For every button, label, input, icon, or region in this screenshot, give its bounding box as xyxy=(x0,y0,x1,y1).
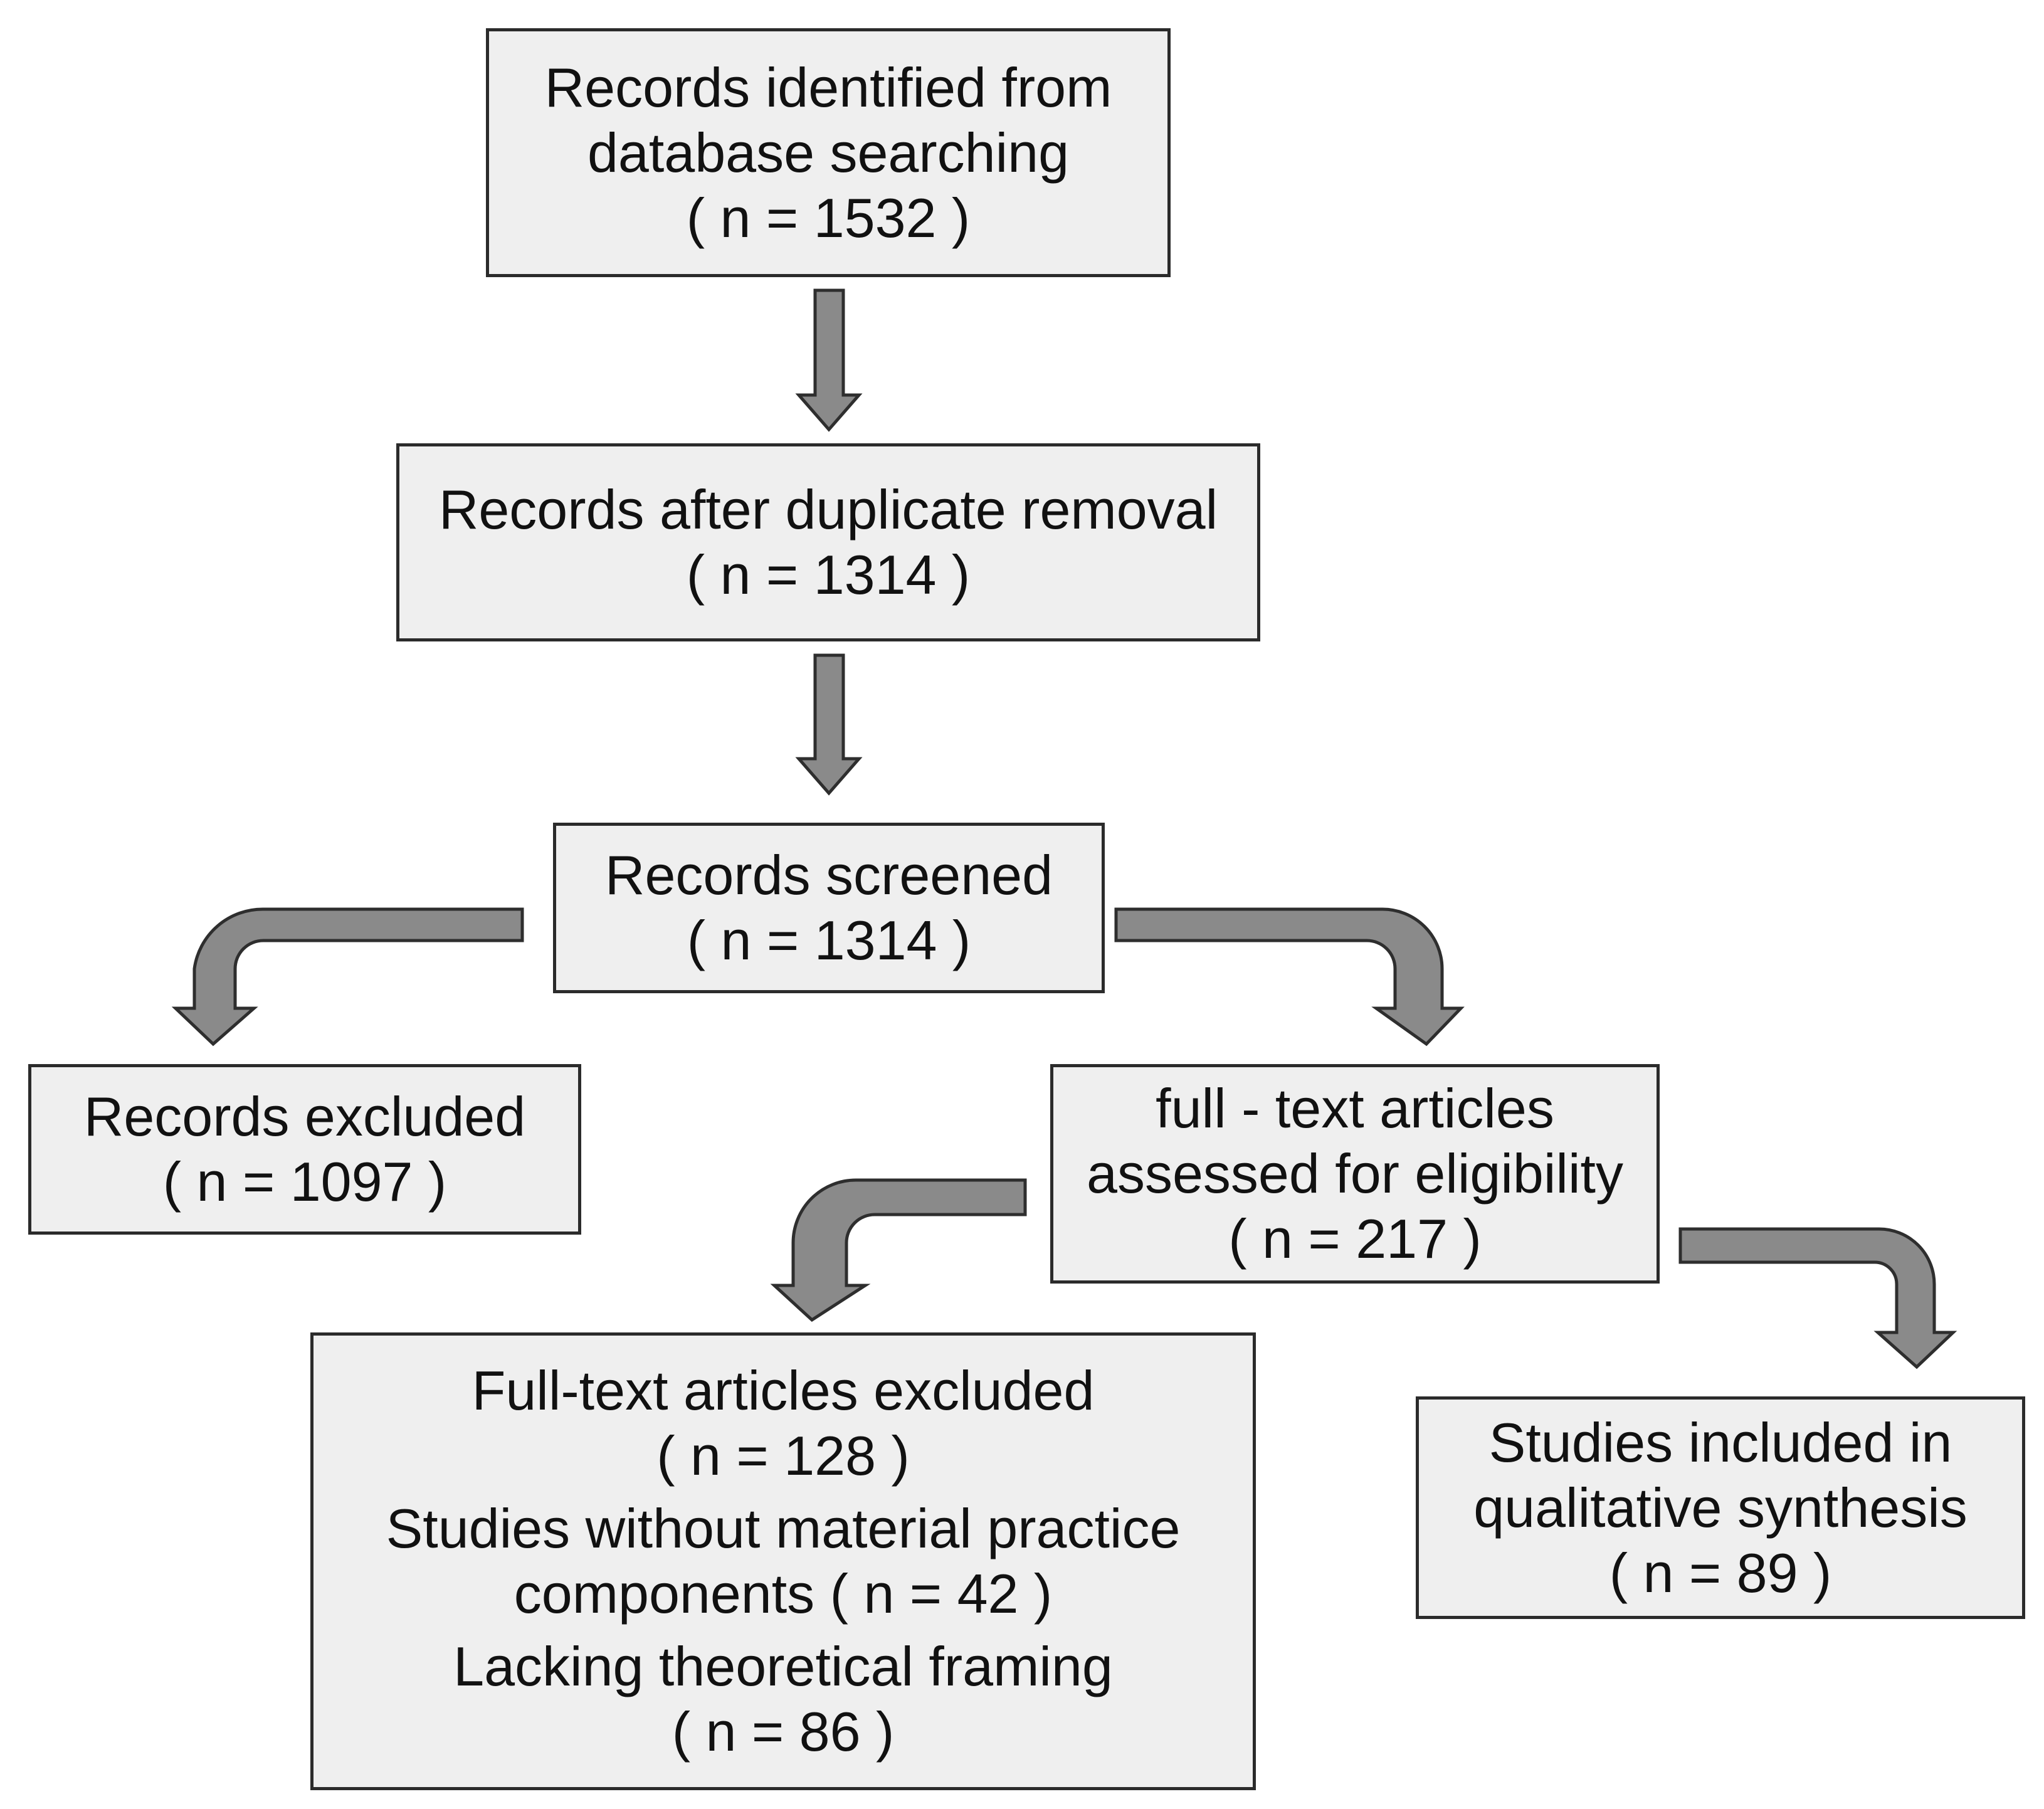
reason-lacking-theory-count: ( n = 86 ) xyxy=(672,1701,895,1763)
included-label-line2: qualitative synthesis xyxy=(1473,1476,1968,1539)
excluded-label: Records excluded xyxy=(83,1085,526,1147)
box-records-screened: Records screened ( n = 1314 ) xyxy=(553,823,1105,993)
fulltext-excluded-count: ( n = 128 ) xyxy=(656,1425,910,1487)
assessed-label-line2: assessed for eligibility xyxy=(1087,1142,1623,1205)
identified-count: ( n = 1532 ) xyxy=(686,186,971,249)
included-label-line1: Studies included in xyxy=(1488,1411,1952,1474)
reason-no-material-practice-line2: components ( n = 42 ) xyxy=(514,1563,1053,1625)
arrow-deduplicated-to-screened xyxy=(795,653,863,796)
arrow-screened-to-assessed xyxy=(1114,907,1465,1047)
identified-label-line2: database searching xyxy=(587,121,1070,184)
arrow-assessed-to-included xyxy=(1678,1227,1957,1369)
reason-no-material-practice-line1: Studies without material practice xyxy=(386,1497,1181,1559)
box-studies-included: Studies included in qualitative synthesi… xyxy=(1416,1396,2025,1619)
reason-lacking-theory-label: Lacking theoretical framing xyxy=(453,1635,1113,1697)
fulltext-excluded-label: Full-text articles excluded xyxy=(471,1359,1095,1421)
box-records-deduplicated: Records after duplicate removal ( n = 13… xyxy=(396,443,1260,641)
assessed-label-line1: full - text articles xyxy=(1156,1077,1554,1139)
screened-label: Records screened xyxy=(604,844,1053,906)
arrow-assessed-to-fulltext-excluded xyxy=(770,1178,1027,1322)
assessed-count: ( n = 217 ) xyxy=(1228,1208,1482,1270)
deduplicated-count: ( n = 1314 ) xyxy=(686,544,971,606)
box-records-excluded: Records excluded ( n = 1097 ) xyxy=(28,1064,581,1235)
excluded-count: ( n = 1097 ) xyxy=(162,1151,447,1213)
box-fulltext-excluded: Full-text articles excluded ( n = 128 ) … xyxy=(310,1332,1256,1790)
deduplicated-label: Records after duplicate removal xyxy=(438,478,1218,541)
box-fulltext-assessed: full - text articles assessed for eligib… xyxy=(1050,1064,1660,1284)
arrow-screened-to-excluded xyxy=(171,907,524,1047)
identified-label-line1: Records identified from xyxy=(544,56,1112,119)
arrow-identified-to-deduplicated xyxy=(795,288,863,432)
screened-count: ( n = 1314 ) xyxy=(687,909,971,971)
included-count: ( n = 89 ) xyxy=(1609,1541,1832,1604)
box-records-identified: Records identified from database searchi… xyxy=(486,28,1171,277)
